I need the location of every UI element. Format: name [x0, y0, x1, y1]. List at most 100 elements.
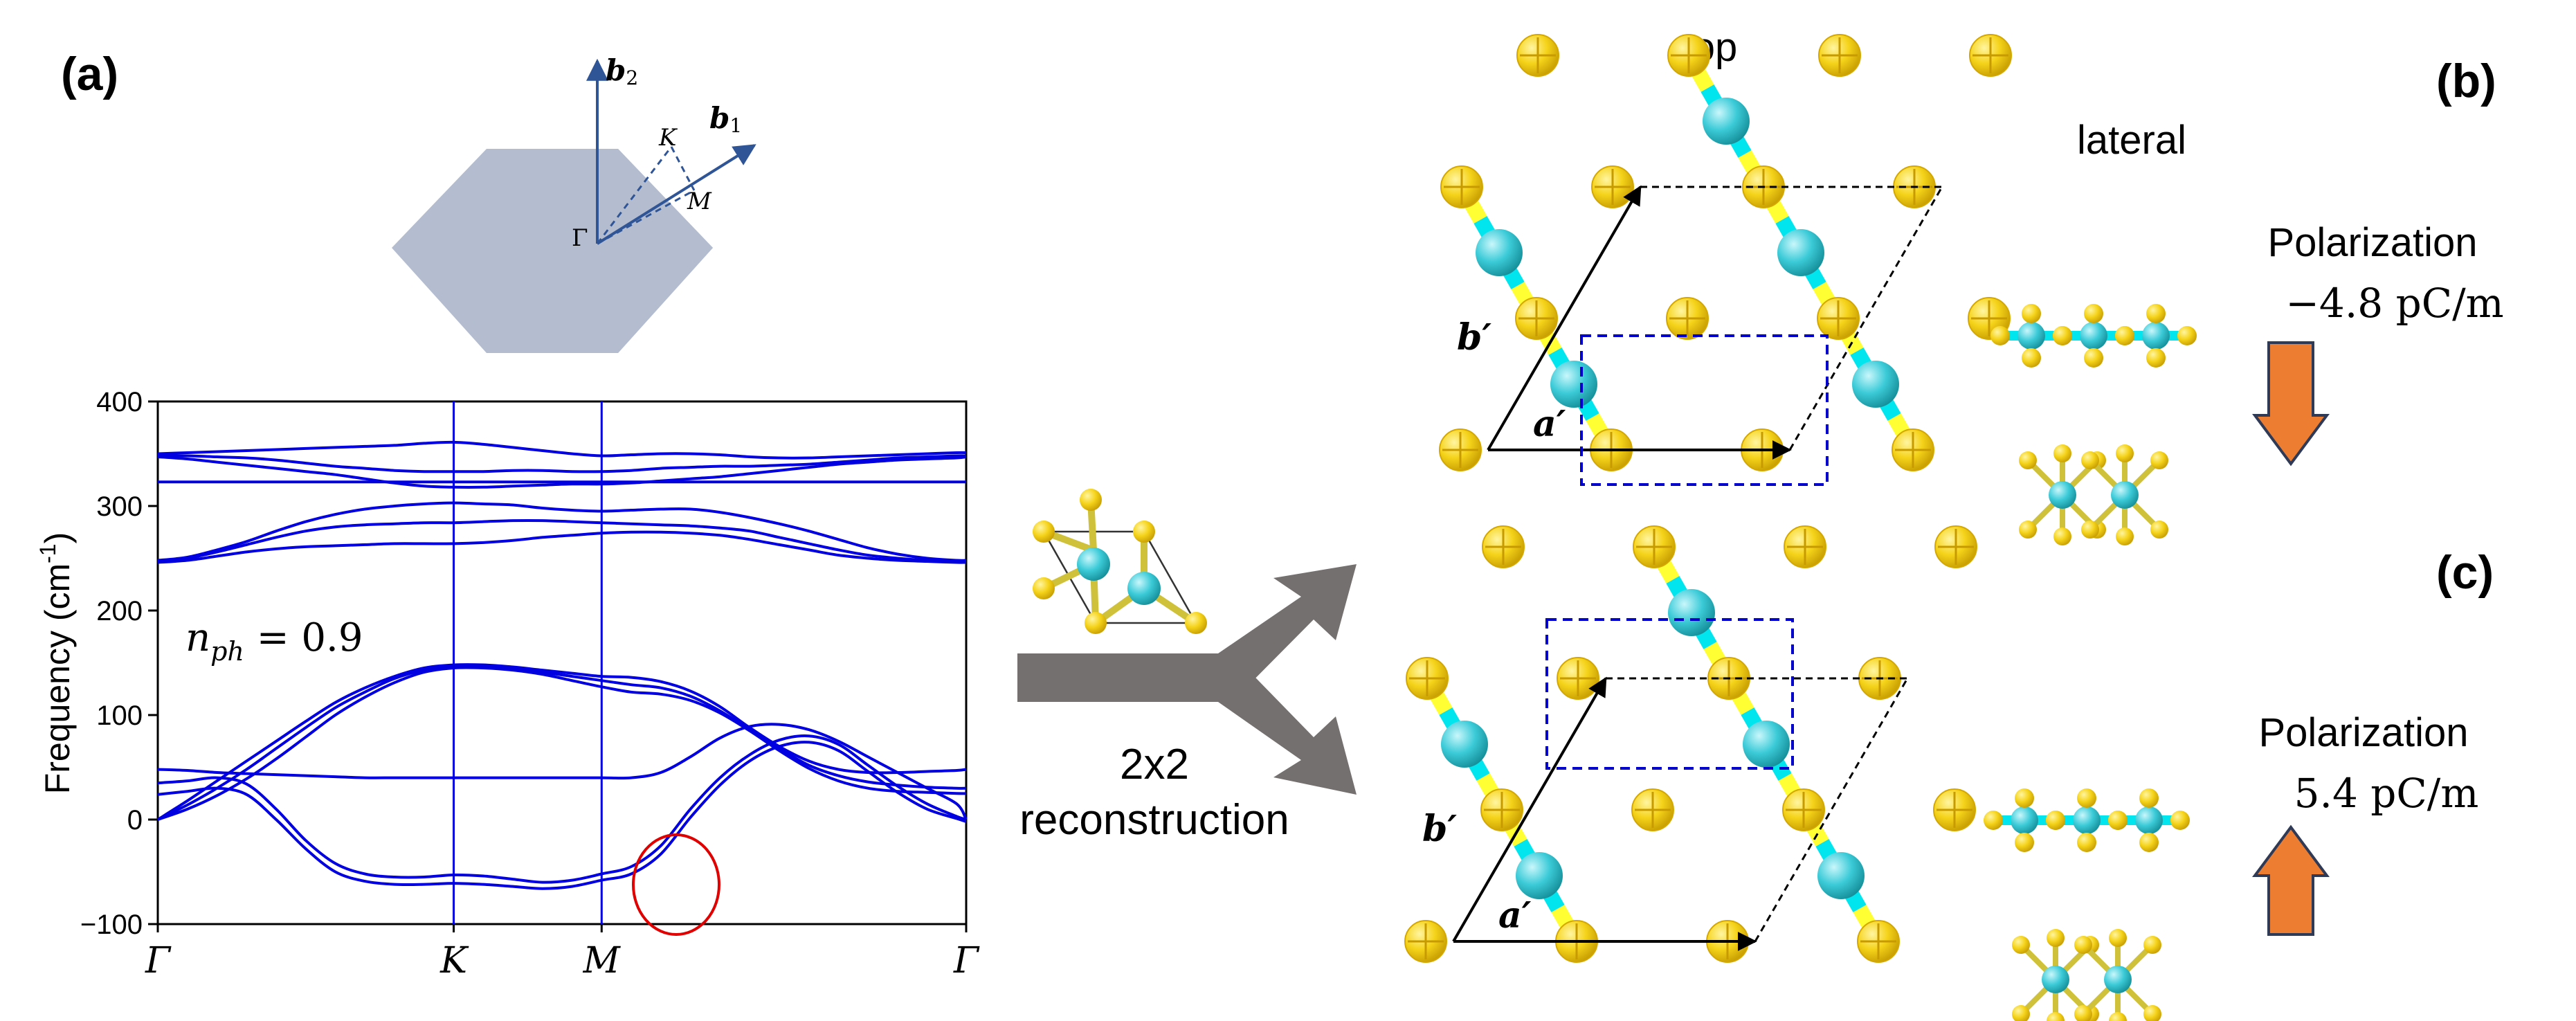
bz-m-label: M	[687, 188, 712, 215]
metal-atom	[2049, 481, 2076, 509]
phonon-band	[156, 663, 967, 821]
supercell-dashed-box	[1545, 618, 1794, 770]
chart-frame	[156, 400, 968, 925]
chalcogen-atom	[2139, 788, 2159, 808]
chalcogen-atom	[2022, 348, 2041, 368]
phonon-band	[157, 734, 967, 884]
bonds	[1420, 543, 1885, 946]
bz-k-label: K	[658, 124, 678, 152]
b1-vector	[596, 144, 756, 245]
arrow-caption-line1: 2x2	[1120, 741, 1189, 788]
metal-atom	[2135, 806, 2163, 834]
a-prime-label: a′	[1533, 403, 1566, 445]
polarization-value-b: −4.8 pC/m	[2285, 280, 2503, 327]
b-prime-label: b′	[1422, 808, 1457, 850]
y-tick-label: 300	[96, 491, 143, 522]
chalcogen-atom	[2108, 811, 2128, 830]
chalcogen-atom	[1990, 326, 2010, 345]
y-tick-label: 400	[96, 387, 143, 417]
chalcogen-atom	[2115, 326, 2134, 345]
chalcogen-atom	[2022, 304, 2041, 323]
chalcogen-atom	[2084, 304, 2103, 323]
chalcogen-atom	[2143, 1005, 2161, 1021]
y-tick-label: 0	[127, 805, 143, 835]
phonon-band	[157, 741, 967, 890]
phonon-band	[157, 501, 967, 562]
reconstruction-split-arrow	[1017, 564, 1357, 795]
metal-atom	[1516, 852, 1563, 899]
chalcogen-atom	[2081, 521, 2099, 539]
view-lateral-label: lateral	[2077, 118, 2186, 163]
phonon-band	[157, 440, 967, 460]
chalcogen-atom	[2053, 444, 2071, 462]
chalcogen-atom	[2146, 348, 2166, 368]
brillouin-zone: Γ K M b2 b1	[392, 53, 756, 353]
b1-label: b1	[709, 101, 742, 137]
y-tick-label: 100	[96, 701, 143, 731]
chalcogen-atom	[2170, 811, 2190, 830]
metal-atom	[1476, 229, 1523, 276]
supercell-dashed-box	[1580, 334, 1829, 486]
lateral-view-b	[1990, 304, 2197, 545]
band-lines	[156, 440, 968, 890]
chalcogen-atom	[2047, 929, 2065, 947]
phonon-band	[157, 518, 967, 563]
polarization-arrow-up	[2252, 824, 2330, 936]
chalcogen-atom	[2146, 304, 2166, 323]
metal-atom	[2011, 806, 2038, 834]
chalcogen-atom	[2019, 521, 2037, 539]
k-point-label: Γ	[145, 940, 172, 982]
soft-mode-highlight-circle	[632, 833, 720, 936]
y-axis-label: Frequency (cm-1)	[35, 532, 77, 795]
polarization-title-c: Polarization	[2258, 710, 2468, 755]
chalcogen-atom	[2150, 451, 2168, 469]
atoms	[1404, 525, 1977, 963]
metal-atom	[2017, 322, 2045, 350]
metal-atom	[1703, 98, 1750, 145]
phonon-band	[157, 665, 967, 821]
metal-atom	[2073, 806, 2101, 834]
atoms	[1439, 34, 2012, 471]
b-prime-vector	[1487, 185, 1642, 451]
metal-atom	[2111, 481, 2139, 509]
b-prime-label: b′	[1457, 316, 1491, 359]
phonon-band	[157, 530, 967, 564]
k-m-line	[670, 146, 696, 191]
metal-atom	[2042, 966, 2069, 993]
chalcogen-atom	[2116, 527, 2134, 545]
chalcogen-atom	[2019, 451, 2037, 469]
metal-atom	[1441, 721, 1488, 768]
metal-atom	[1743, 721, 1790, 768]
chalcogen-atom	[2116, 444, 2134, 462]
reconstructed-structure-c: a′b′	[1404, 525, 1977, 963]
phonon-band	[157, 455, 967, 489]
metal-atom	[1817, 852, 1865, 899]
chalcogen-atom	[2053, 527, 2071, 545]
chalcogen-atom	[2109, 1012, 2127, 1021]
arrow-caption-line2: reconstruction	[1019, 796, 1289, 844]
panel-label-c: (c)	[2436, 546, 2494, 599]
chalcogen-atom	[2077, 833, 2096, 852]
polarization-title-b: Polarization	[2267, 220, 2477, 265]
cell-edge-dashed	[1788, 186, 1943, 451]
reconstructed-structure-b: a′ b′	[1439, 34, 2012, 486]
primitive-cell	[1033, 489, 1207, 634]
metal-atom	[2080, 322, 2107, 350]
y-tick-label: 200	[96, 596, 143, 626]
chalcogen-atom	[2015, 788, 2034, 808]
chalcogen-atom	[2012, 936, 2030, 954]
chalcogen-atom	[2074, 1005, 2092, 1021]
chalcogen-atom	[2109, 929, 2127, 947]
gamma-k-line	[596, 146, 673, 244]
b2-label: b2	[606, 53, 638, 89]
metal-atom	[1777, 229, 1824, 276]
chalcogen-atom	[2074, 936, 2092, 954]
k-point-label: M	[583, 940, 622, 982]
chalcogen-atom	[2046, 811, 2065, 830]
panel-label-b: (b)	[2436, 55, 2496, 107]
phonon-band	[157, 666, 967, 821]
